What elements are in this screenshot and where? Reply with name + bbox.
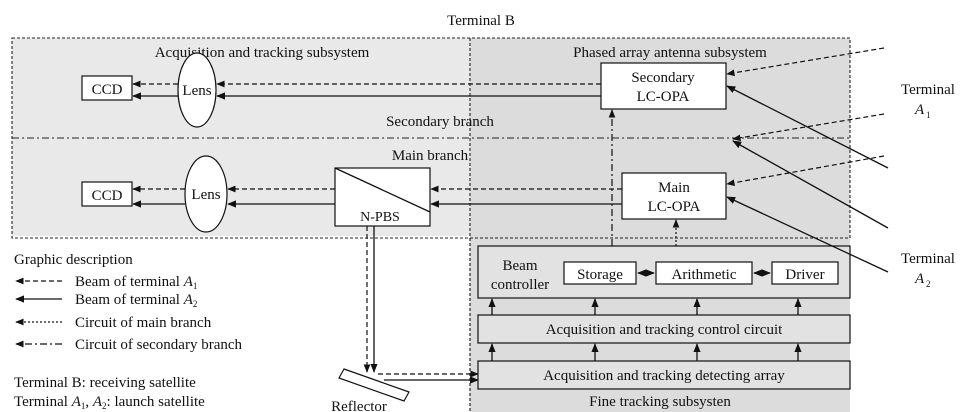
svg-text:Beam of terminal A2: Beam of terminal A2 [75,292,197,309]
main-branch-label: Main branch [392,148,469,164]
ccd-secondary [81,75,133,101]
arithmetic-block [655,261,753,285]
a1-to-main [726,155,885,186]
svg-text:Acquisition and tracking contr: Acquisition and tracking control circuit [546,322,783,338]
svg-text:Arithmetic: Arithmetic [672,267,737,283]
a2-to-main [726,196,889,273]
npbs [334,167,431,227]
legend-note-b: Terminal B: receiving satellite [14,375,196,391]
control-circuit [477,314,851,344]
fine-tracking-title: Fine tracking subsysten [589,394,731,410]
detecting-array [477,360,851,390]
svg-text:Lens: Lens [182,83,211,99]
reflector [338,368,410,402]
pa-subsystem-title: Phased array antenna subsystem [573,45,767,61]
svg-text:Acquisition and tracking detec: Acquisition and tracking detecting array [543,368,785,384]
svg-text:Graphic description: Graphic description [14,252,133,268]
acq-subsystem-title: Acquisition and tracking subsystem [155,45,370,61]
svg-text:1: 1 [926,110,931,120]
storage-block [563,261,637,285]
svg-text:Storage: Storage [577,267,623,283]
svg-text:Circuit of secondary branch: Circuit of secondary branch [75,337,243,353]
terminal-a1-label: Terminal [901,82,955,98]
svg-text:LC-OPA: LC-OPA [637,89,690,105]
secondary-branch-label: Secondary branch [386,114,494,130]
svg-text:Driver: Driver [785,267,824,283]
svg-text:CCD: CCD [92,82,123,98]
a2-to-secondary [726,85,889,169]
legend: Graphic description Beam of terminal A1 … [14,252,243,411]
legend-note-a: Terminal A1, A2: launch satellite [14,394,205,411]
svg-text:CCD: CCD [92,188,123,204]
svg-text:Circuit of main branch: Circuit of main branch [75,315,212,331]
signal-arrows-detect-to-control [488,343,802,361]
svg-text:Beam of terminal A1: Beam of terminal A1 [75,274,197,291]
ccd-main [81,181,133,207]
lens-main [184,155,228,233]
svg-text:Main: Main [658,180,690,196]
svg-text:N-PBS: N-PBS [360,210,400,225]
reflector-label: Reflector [331,399,387,412]
svg-text:Lens: Lens [191,187,220,203]
main-lcopa [621,172,727,220]
lens-secondary [177,52,217,128]
svg-text:A: A [914,271,925,287]
svg-text:Beam: Beam [503,258,538,274]
svg-text:LC-OPA: LC-OPA [648,199,701,215]
svg-text:Secondary: Secondary [631,70,695,86]
signal-arrows-control-to-beam [488,298,802,315]
terminal-b-title: Terminal B [447,13,515,29]
a1-to-secondary [726,47,885,77]
terminal-a2-label: Terminal [901,251,955,267]
driver-block [771,261,839,285]
secondary-lcopa [600,62,727,110]
svg-text:2: 2 [926,279,931,289]
svg-text:controller: controller [491,277,549,293]
svg-text:A: A [914,102,925,118]
